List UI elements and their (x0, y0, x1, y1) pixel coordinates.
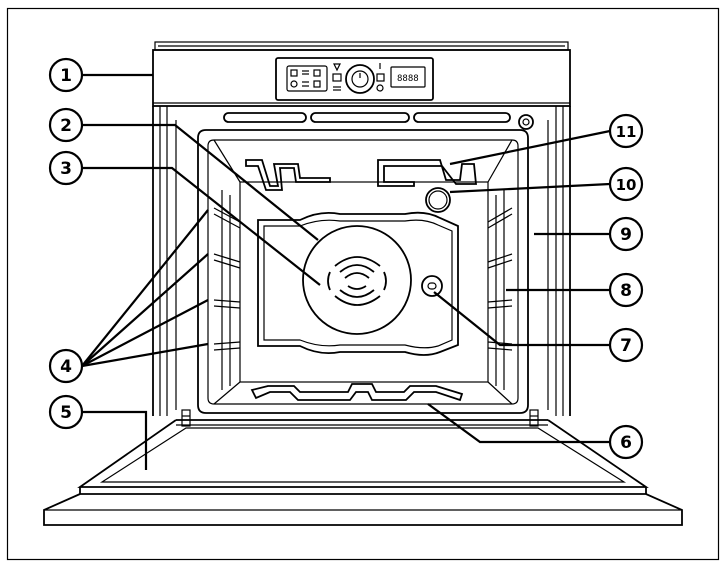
oven-door (43, 419, 683, 526)
callout-5: 5 (48, 394, 84, 430)
display-frame (390, 66, 426, 88)
leader-line-3 (82, 166, 321, 286)
probe-socket (421, 275, 443, 297)
bottom-heating-element (250, 383, 464, 402)
callout-7: 7 (608, 327, 644, 363)
setting-icons (376, 63, 385, 92)
fan-cover (302, 225, 412, 335)
oven-cavity (197, 129, 529, 414)
callout-11: 11 (608, 113, 644, 149)
control-panel-housing (152, 49, 571, 107)
leader-line-7 (433, 291, 610, 347)
leader-lines (81, 73, 611, 470)
display-readout: 8888 (397, 74, 419, 84)
top-heating-element (245, 159, 477, 191)
door-hinges (181, 409, 539, 427)
callout-label: 9 (620, 225, 632, 245)
callout-label: 5 (60, 403, 72, 423)
callout-8: 8 (608, 272, 644, 308)
oven-body (43, 41, 683, 526)
selector-knob[interactable] (345, 64, 375, 94)
callout-3: 3 (48, 150, 84, 186)
callout-label: 1 (60, 66, 72, 86)
control-panel-face (275, 57, 434, 101)
lamp-switch-icon (518, 114, 534, 130)
callout-label: 3 (60, 159, 72, 179)
callout-label: 4 (60, 357, 72, 377)
leader-line-4 (81, 209, 209, 368)
callout-1: 1 (48, 57, 84, 93)
shelf-guides-left (213, 190, 241, 390)
callout-label: 10 (616, 176, 637, 194)
oven-lamp (425, 187, 451, 213)
callout-label: 2 (60, 116, 72, 136)
leader-line-6 (427, 403, 610, 444)
control-panel: 8888 (275, 57, 434, 101)
shelf-guides-right (487, 190, 513, 390)
frame-border (6, 7, 720, 561)
back-panel (257, 211, 459, 356)
leader-line-5 (82, 410, 148, 470)
callout-label: 11 (616, 123, 637, 141)
callout-2: 2 (48, 107, 84, 143)
callout-4: 4 (48, 348, 84, 384)
callout-9: 9 (608, 216, 644, 252)
vent-slots (223, 112, 511, 123)
callout-label: 7 (620, 336, 632, 356)
callout-10: 10 (608, 166, 644, 202)
leader-line-2 (82, 123, 319, 241)
callouts: 1 2 3 4 5 6 7 8 (48, 57, 644, 460)
timer-icons (332, 63, 342, 91)
callout-label: 8 (620, 281, 632, 301)
function-symbol-icons (290, 69, 321, 88)
leader-line-10 (449, 182, 611, 194)
callout-label: 6 (620, 433, 632, 453)
callout-6: 6 (608, 424, 644, 460)
leader-line-11 (449, 129, 611, 166)
function-buttons (286, 65, 328, 92)
